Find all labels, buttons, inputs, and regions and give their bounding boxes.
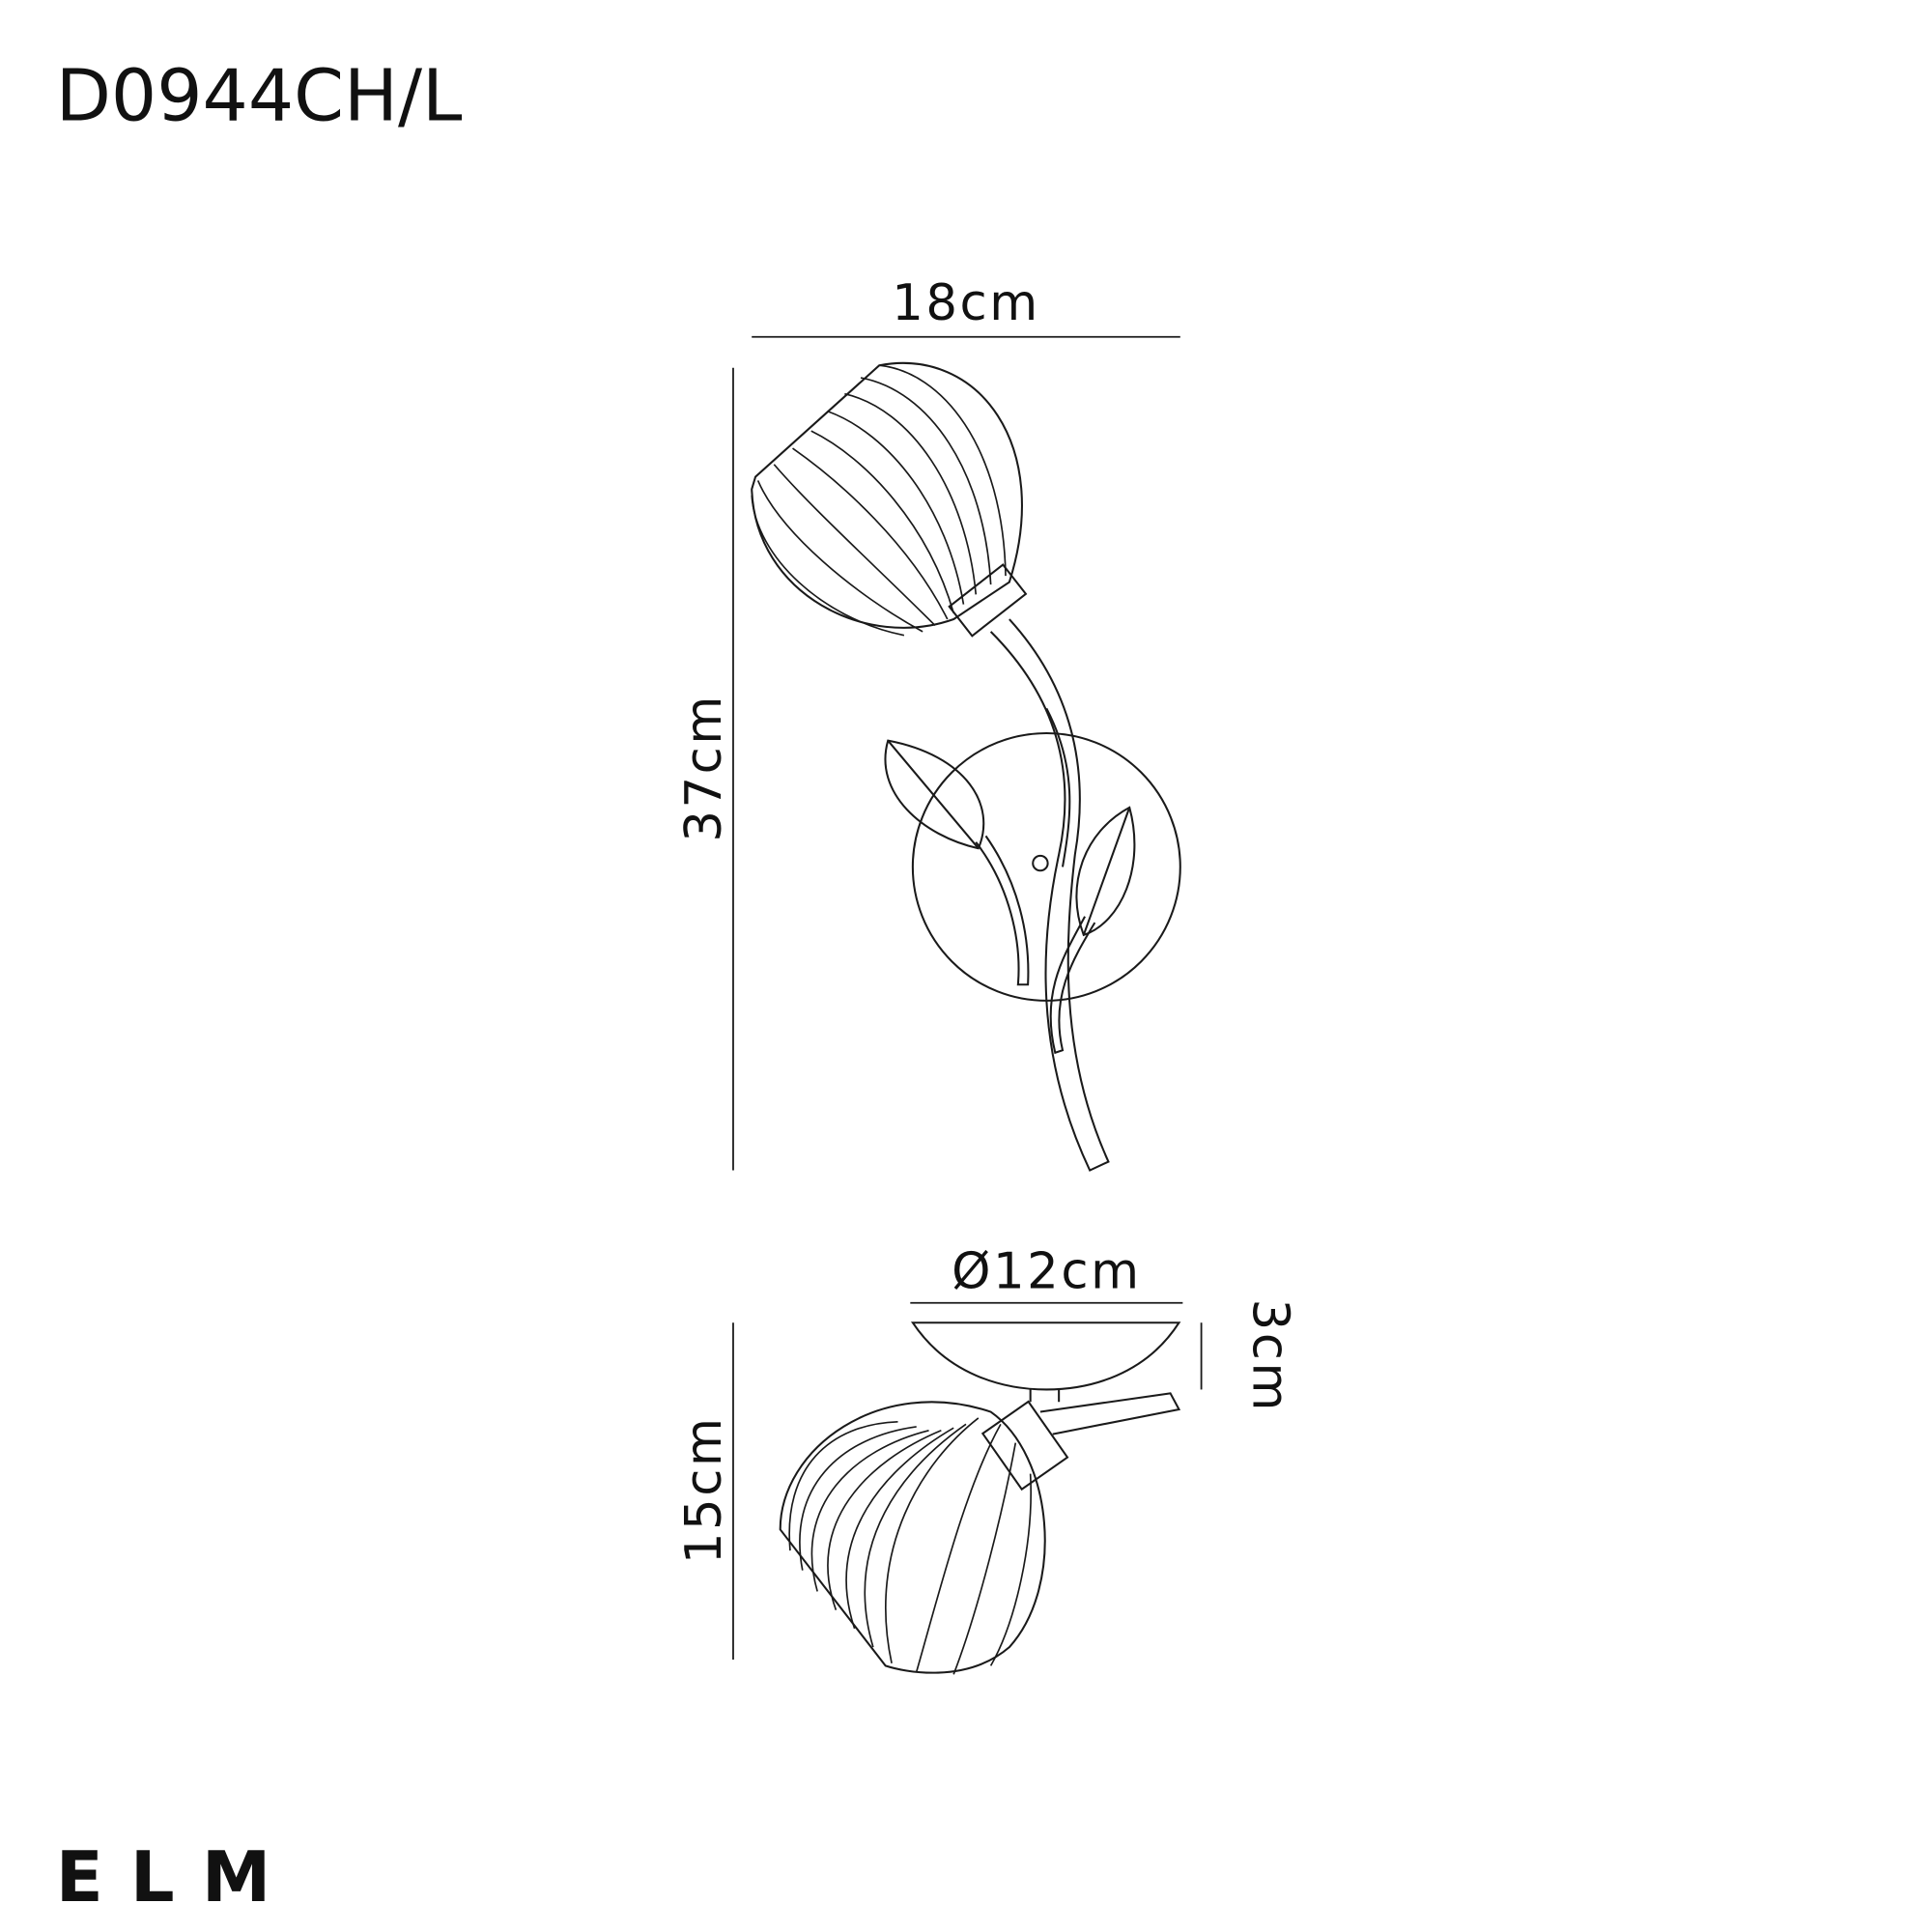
top-globe	[751, 361, 1028, 638]
side-arm-mount	[1029, 1389, 1061, 1403]
side-arm	[1039, 1392, 1181, 1435]
product-code: D0944CH/L	[56, 53, 463, 137]
projection-label: 15cm	[675, 1415, 733, 1564]
right-leaf	[1075, 806, 1136, 937]
fixing-screw	[1032, 854, 1049, 872]
side-wall-plate	[910, 1321, 1181, 1391]
right-leaf-branch	[1049, 916, 1096, 1055]
top-globe-collar	[948, 563, 1028, 638]
width-label: 18cm	[892, 274, 1040, 332]
right-leaf-vein	[1082, 807, 1131, 936]
side-globe-collar	[980, 1400, 1069, 1492]
diameter-label: Ø12cm	[952, 1242, 1142, 1300]
stem	[989, 618, 1110, 1172]
depth-label: 3cm	[1240, 1299, 1298, 1413]
stem-detail	[1045, 707, 1071, 867]
height-label: 37cm	[675, 694, 733, 842]
left-leaf-branch	[975, 835, 1030, 986]
left-leaf-vein	[887, 740, 980, 849]
product-name: ELM	[56, 1836, 298, 1918]
side-globe	[779, 1400, 1069, 1675]
